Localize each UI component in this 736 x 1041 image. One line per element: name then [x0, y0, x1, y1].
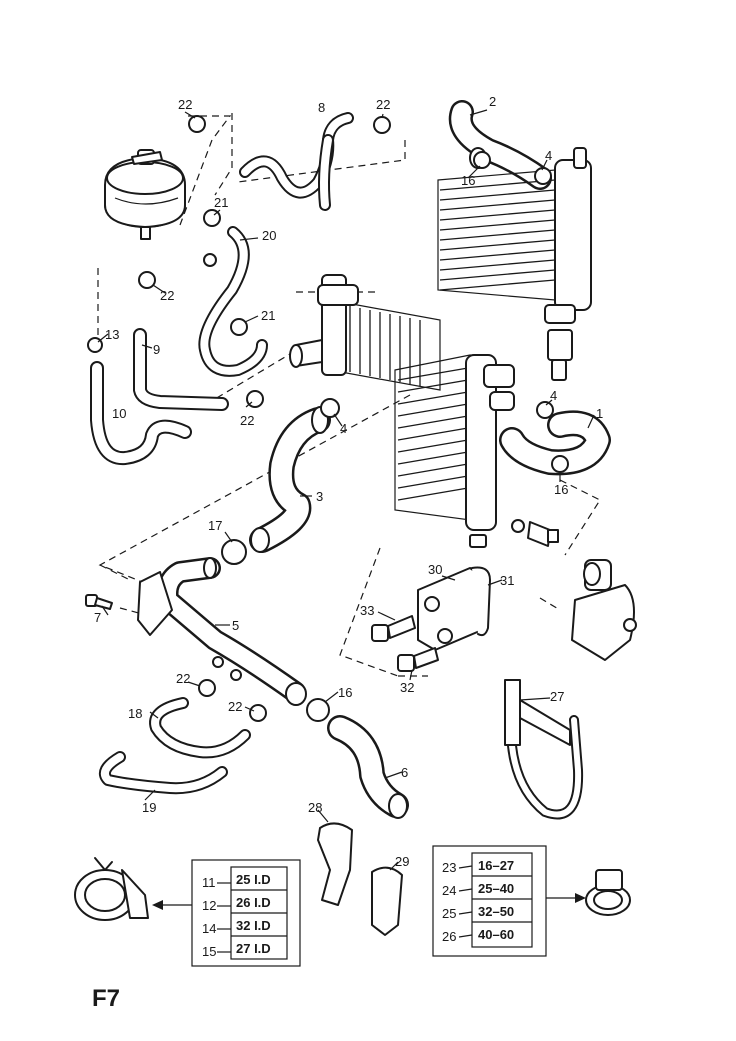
callout-31: 31	[500, 573, 514, 588]
callout-5: 5	[232, 618, 239, 633]
bracket-30	[417, 567, 483, 651]
callout-22: 22	[240, 413, 254, 428]
hose-3	[249, 406, 331, 553]
gasket-31	[471, 566, 491, 637]
left-table-ref: 14	[202, 921, 216, 936]
hose-1	[499, 410, 611, 476]
left-table-size: 25 I.D	[236, 872, 271, 887]
callout-4: 4	[545, 148, 552, 163]
callout-29: 29	[395, 854, 409, 869]
callout-10: 10	[112, 406, 126, 421]
right-table-ref: 26	[442, 929, 456, 944]
hose-clips	[87, 115, 569, 722]
leader-lines	[97, 109, 595, 871]
callout-22: 22	[376, 97, 390, 112]
callout-8: 8	[318, 100, 325, 115]
callout-33: 33	[360, 603, 374, 618]
radiator-middle	[289, 274, 441, 391]
right-table-size: 16–27	[478, 858, 514, 873]
hose-6	[327, 715, 409, 819]
right-table-size: 32–50	[478, 904, 514, 919]
bolt-33	[371, 615, 416, 642]
callout-21: 21	[261, 308, 275, 323]
callout-16: 16	[461, 173, 475, 188]
callout-3: 3	[316, 489, 323, 504]
left-clip-size-table: 11 25 I.D 12 26 I.D 14 32 I.D 15 27 I.D	[191, 859, 301, 967]
callout-2: 2	[489, 94, 496, 109]
callout-32: 32	[400, 680, 414, 695]
callout-27: 27	[550, 689, 564, 704]
callout-7: 7	[94, 610, 101, 625]
hose-10	[90, 361, 192, 466]
coolant-pipe-5	[137, 557, 307, 706]
hose-19	[99, 751, 228, 795]
callout-20: 20	[262, 228, 276, 243]
hose-8	[239, 112, 354, 211]
bolt-7	[85, 594, 113, 610]
figure-label: F7	[92, 985, 120, 1012]
radiator-lower-fins	[397, 367, 469, 501]
callout-18: 18	[128, 706, 142, 721]
callout-13: 13	[105, 327, 119, 342]
radiator-upper	[437, 147, 592, 381]
left-table-size: 26 I.D	[236, 895, 271, 910]
right-arrow	[546, 893, 586, 903]
right-clip-size-table: 23 16–27 24 25–40 25 32–50 26 40–60	[432, 845, 547, 957]
callout-4: 4	[550, 388, 557, 403]
radiator-lower	[394, 354, 515, 548]
callout-28: 28	[308, 800, 322, 815]
callout-22: 22	[228, 699, 242, 714]
callout-1: 1	[596, 406, 603, 421]
callout-22: 22	[176, 671, 190, 686]
left-table-size: 32 I.D	[236, 918, 271, 933]
right-table-size: 25–40	[478, 881, 514, 896]
thermostat-housing	[571, 559, 637, 661]
callout-4: 4	[340, 421, 347, 436]
callout-17: 17	[208, 518, 222, 533]
hose-9	[133, 328, 229, 411]
left-table-ref: 15	[202, 944, 216, 959]
left-table-ref: 11	[202, 875, 216, 890]
callout-6: 6	[401, 765, 408, 780]
hose-clamp-left-icon	[74, 857, 149, 921]
clip-29	[371, 866, 403, 936]
temperature-sensor	[511, 519, 559, 547]
expansion-tank	[104, 149, 186, 240]
right-table-ref: 25	[442, 906, 456, 921]
left-table-size: 27 I.D	[236, 941, 271, 956]
bolt-32	[397, 647, 439, 672]
band-clamp-27	[504, 679, 584, 820]
callout-30: 30	[428, 562, 442, 577]
radiator-middle-fins	[349, 306, 421, 386]
clip-28	[317, 822, 353, 906]
radiator-upper-fins	[439, 179, 556, 291]
callout-19: 19	[142, 800, 156, 815]
right-table-ref: 23	[442, 860, 456, 875]
right-table-size: 40–60	[478, 927, 514, 942]
right-table-ref: 24	[442, 883, 456, 898]
callout-21: 21	[214, 195, 228, 210]
hose-clamp-right-icon	[585, 869, 631, 916]
left-table-ref: 12	[202, 898, 216, 913]
callout-labels: 22 8 22 2 4 16 21 20 22 21 13 9 10 22 4 …	[94, 94, 603, 869]
callout-16: 16	[554, 482, 568, 497]
left-arrow	[152, 900, 192, 910]
callout-9: 9	[153, 342, 160, 357]
hose-20	[198, 226, 268, 377]
callout-16: 16	[338, 685, 352, 700]
hose-2	[448, 100, 552, 190]
hose-18	[149, 697, 251, 759]
callout-22: 22	[160, 288, 174, 303]
callout-22: 22	[178, 97, 192, 112]
